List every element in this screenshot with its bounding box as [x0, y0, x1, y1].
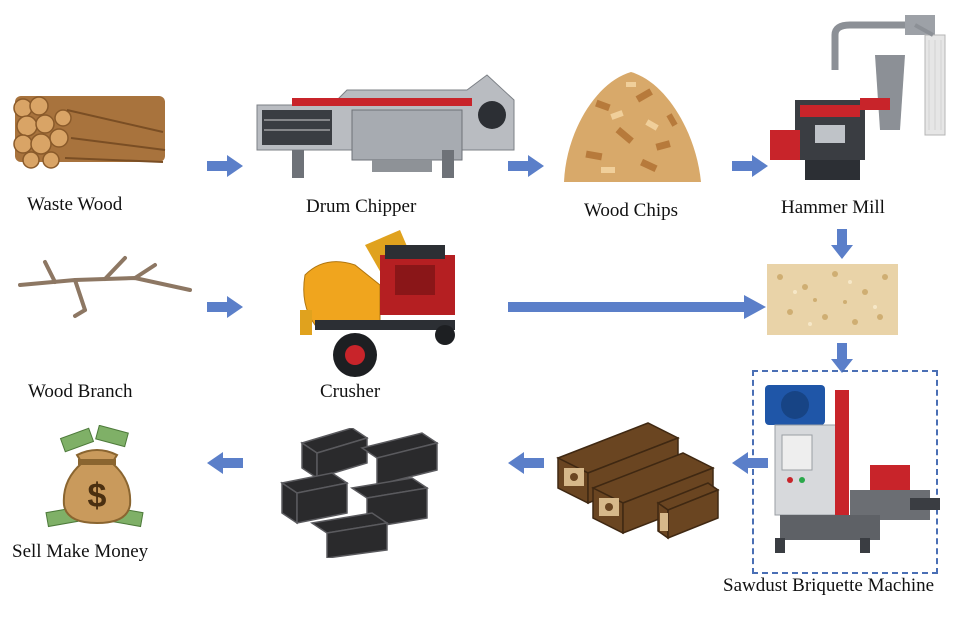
crusher-machine-icon	[300, 230, 455, 377]
waste-wood-label: Waste Wood	[27, 194, 123, 215]
arrow-right-1	[207, 155, 243, 177]
log-pile-icon	[13, 96, 166, 169]
crusher-image	[295, 225, 465, 380]
arrow-down-2	[831, 343, 853, 373]
briquette-machine-label: Sawdust Briquette Machine	[723, 575, 935, 596]
svg-text:$: $	[88, 477, 107, 515]
briquettes-icon	[556, 422, 720, 540]
hammer-mill-machine-icon	[770, 15, 946, 180]
arrow-left-1	[732, 452, 768, 474]
hammer-mill-label: Hammer Mill	[781, 197, 885, 218]
wood-branch-image	[15, 250, 195, 320]
charcoal-image	[272, 428, 452, 558]
drum-chipper-label: Drum Chipper	[306, 196, 417, 217]
arrow-right-2	[508, 155, 544, 177]
arrow-down-1	[831, 229, 853, 259]
arrow-left-2	[508, 452, 544, 474]
waste-wood-image	[5, 88, 175, 173]
sawdust-image	[765, 262, 900, 337]
sell-label: Sell Make Money	[12, 541, 149, 562]
arrow-right-4	[207, 296, 243, 318]
briquettes-image	[548, 418, 728, 553]
money-bag-icon: $	[45, 425, 144, 528]
sawdust-pile-icon	[767, 264, 898, 335]
wood-chips-pile-icon	[564, 72, 701, 182]
arrow-left-3	[207, 452, 243, 474]
drum-chipper-image	[252, 70, 522, 185]
wood-chips-label: Wood Chips	[584, 200, 679, 221]
wood-chips-image	[556, 62, 706, 194]
crusher-label: Crusher	[320, 381, 381, 402]
charcoal-icon	[280, 428, 439, 558]
arrow-long-right	[508, 295, 766, 319]
arrow-right-3	[732, 155, 768, 177]
briquette-machine-image	[760, 380, 950, 565]
branch-icon	[18, 256, 192, 318]
wood-branch-label: Wood Branch	[28, 381, 133, 402]
drum-chipper-machine-icon	[256, 74, 515, 178]
briquette-machine-highlight-box	[752, 370, 938, 574]
briquette-machine-icon	[765, 385, 940, 553]
money-bag-image: $	[42, 425, 152, 530]
hammer-mill-image	[765, 10, 955, 195]
